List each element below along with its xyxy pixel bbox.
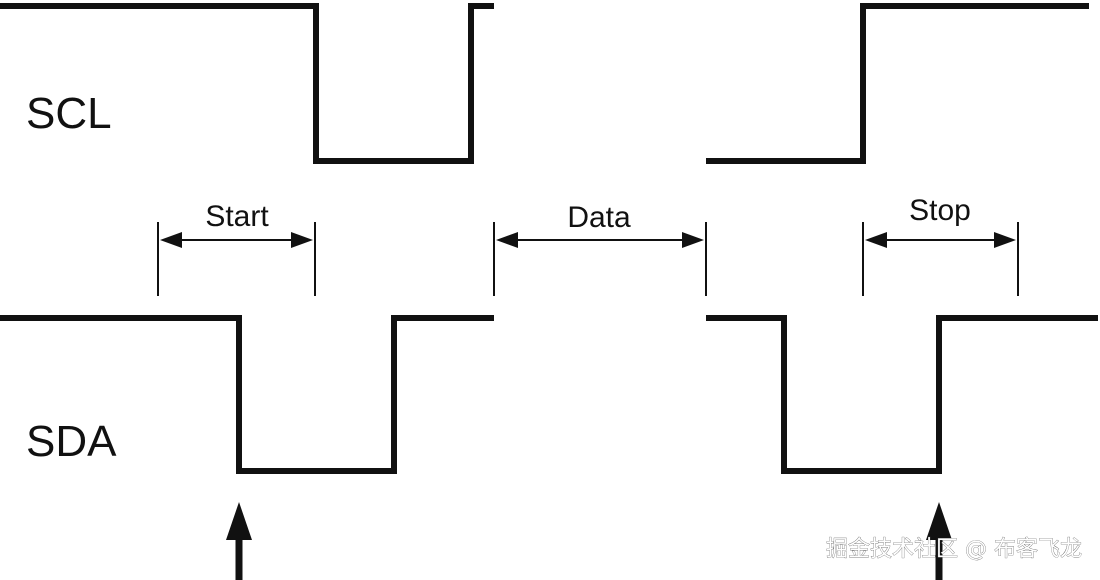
data-arrow-left — [496, 232, 518, 248]
start-event-up-arrow — [226, 502, 252, 580]
stop-arrow-left — [865, 232, 887, 248]
stop-event-up-arrow — [926, 502, 952, 580]
stop-interval-marker: Stop — [862, 194, 1019, 296]
sda-waveform-right — [706, 315, 1098, 474]
start-arrow-left — [160, 232, 182, 248]
sda-waveform-left — [0, 315, 494, 474]
scl-waveform-right — [706, 3, 1089, 164]
watermark-text: 掘金技术社区 @ 布客飞龙 — [826, 537, 1082, 562]
scl-waveform-left — [0, 3, 494, 164]
sda-label: SDA — [26, 417, 117, 466]
start-arrow-right — [291, 232, 313, 248]
scl-label: SCL — [26, 89, 112, 138]
stop-label: Stop — [909, 194, 971, 227]
start-label: Start — [205, 200, 269, 233]
data-interval-marker: Data — [493, 201, 707, 296]
data-arrow-right — [682, 232, 704, 248]
data-label: Data — [567, 201, 631, 234]
stop-arrow-right — [994, 232, 1016, 248]
start-interval-marker: Start — [157, 200, 316, 296]
